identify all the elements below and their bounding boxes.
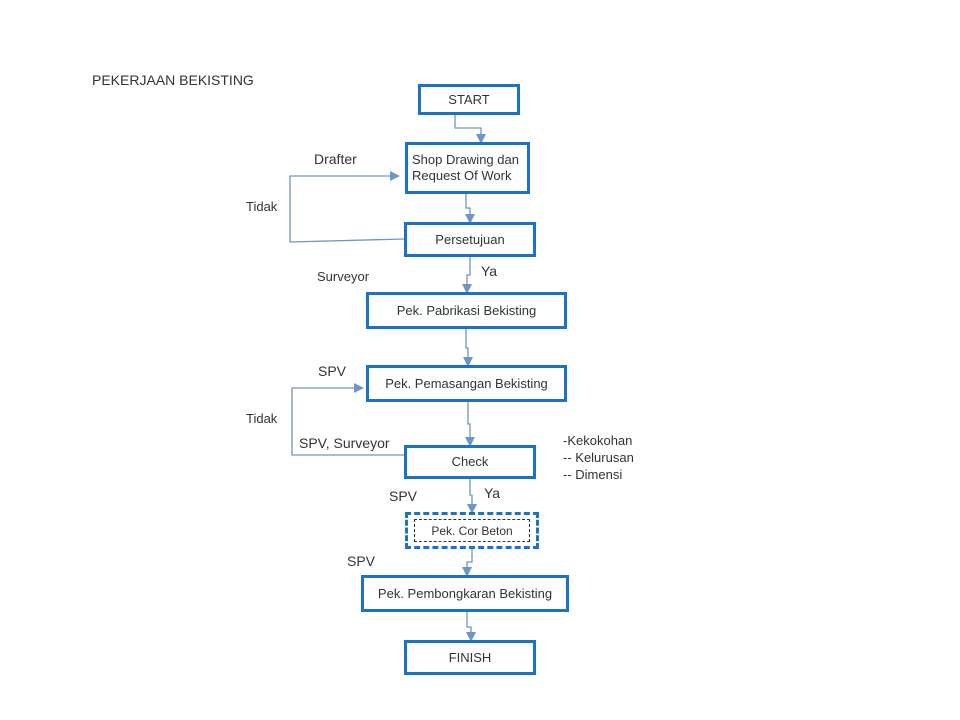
connector-pabrikasi-pemasangan (463, 328, 473, 367)
decision-ya-1: Ya (481, 263, 498, 279)
role-spv-pemasangan: SPV (318, 363, 347, 379)
connector-cor-pembongkaran (462, 548, 473, 577)
role-surveyor: Surveyor (317, 269, 370, 284)
pembongkaran-label: Pek. Pembongkaran Bekisting (377, 585, 553, 601)
check-label: Check (451, 454, 489, 469)
start-node: START (418, 84, 520, 115)
pemasangan-node: Pek. Pemasangan Bekisting (366, 365, 567, 402)
finish-node: FINISH (404, 640, 536, 675)
cor-beton-label: Pek. Cor Beton (431, 523, 513, 538)
decision-ya-2: Ya (484, 485, 501, 501)
role-spv-surveyor: SPV, Surveyor (299, 435, 390, 451)
role-spv-pembongkaran: SPV (347, 553, 376, 569)
connector-check-cor (467, 478, 477, 514)
start-label: START (448, 91, 490, 107)
decision-tidak-1: Tidak (246, 199, 278, 214)
page-title: PEKERJAAN BEKISTING (92, 72, 254, 88)
connector-pembongkaran-finish (466, 611, 476, 642)
pabrikasi-label: Pek. Pabrikasi Bekisting (396, 302, 537, 318)
check-criteria-item: -- Kelurusan (563, 450, 634, 465)
check-criteria: -Kekokohan -- Kelurusan -- Dimensi (563, 432, 634, 483)
cor-beton-node: Pek. Cor Beton (405, 512, 539, 549)
connector-pemasangan-check (465, 402, 475, 447)
pabrikasi-node: Pek. Pabrikasi Bekisting (366, 292, 567, 329)
decision-tidak-2: Tidak (246, 411, 278, 426)
role-drafter: Drafter (314, 151, 357, 167)
role-spv-cor: SPV (389, 488, 418, 504)
connector-tidak-loop-1 (289, 171, 405, 243)
cor-beton-inner: Pek. Cor Beton (414, 519, 530, 542)
connector-persetujuan-pabrikasi (462, 257, 472, 294)
pembongkaran-node: Pek. Pembongkaran Bekisting (361, 575, 569, 612)
persetujuan-label: Persetujuan (435, 231, 505, 247)
finish-label: FINISH (448, 649, 492, 665)
shop-drawing-label-line2: Request Of Work (412, 168, 512, 183)
pemasangan-label: Pek. Pemasangan Bekisting (385, 375, 548, 391)
check-criteria-item: -Kekokohan (563, 433, 633, 448)
connector-start-shop (454, 114, 486, 144)
shop-drawing-node: Shop Drawing dan Request Of Work (405, 142, 530, 194)
shop-drawing-label-line1: Shop Drawing dan (412, 152, 519, 167)
connector-shop-persetujuan (465, 193, 475, 224)
persetujuan-node: Persetujuan (404, 222, 536, 257)
check-node: Check (404, 445, 536, 479)
connector-tidak-loop-2 (291, 383, 404, 456)
check-criteria-item: -- Dimensi (563, 467, 623, 482)
